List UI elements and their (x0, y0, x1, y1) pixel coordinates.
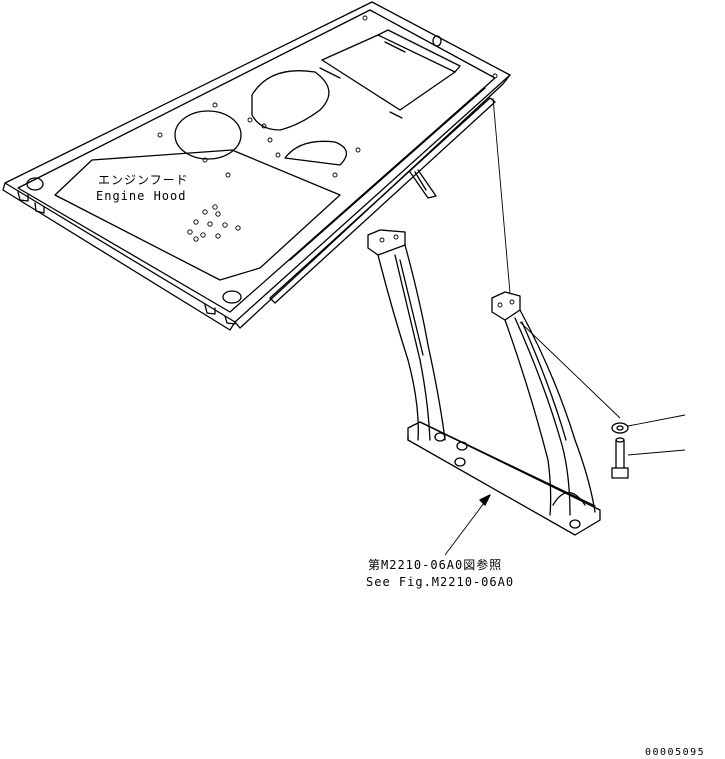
engine-hood-label-jp: エンジンフード (98, 173, 189, 187)
engine-hood-label-en: Engine Hood (96, 189, 187, 203)
engine-hood-panel (2, 1, 511, 331)
reference-label-jp: 第M2210-06A0図参照 (368, 558, 503, 572)
washer-and-bolt (611, 422, 629, 479)
reference-label-en: See Fig.M2210-06A0 (366, 575, 515, 589)
drawing-number: 00005095 (645, 747, 706, 758)
hood-bracket (409, 169, 437, 199)
support-stand (367, 229, 601, 536)
leader-lines (444, 97, 686, 556)
